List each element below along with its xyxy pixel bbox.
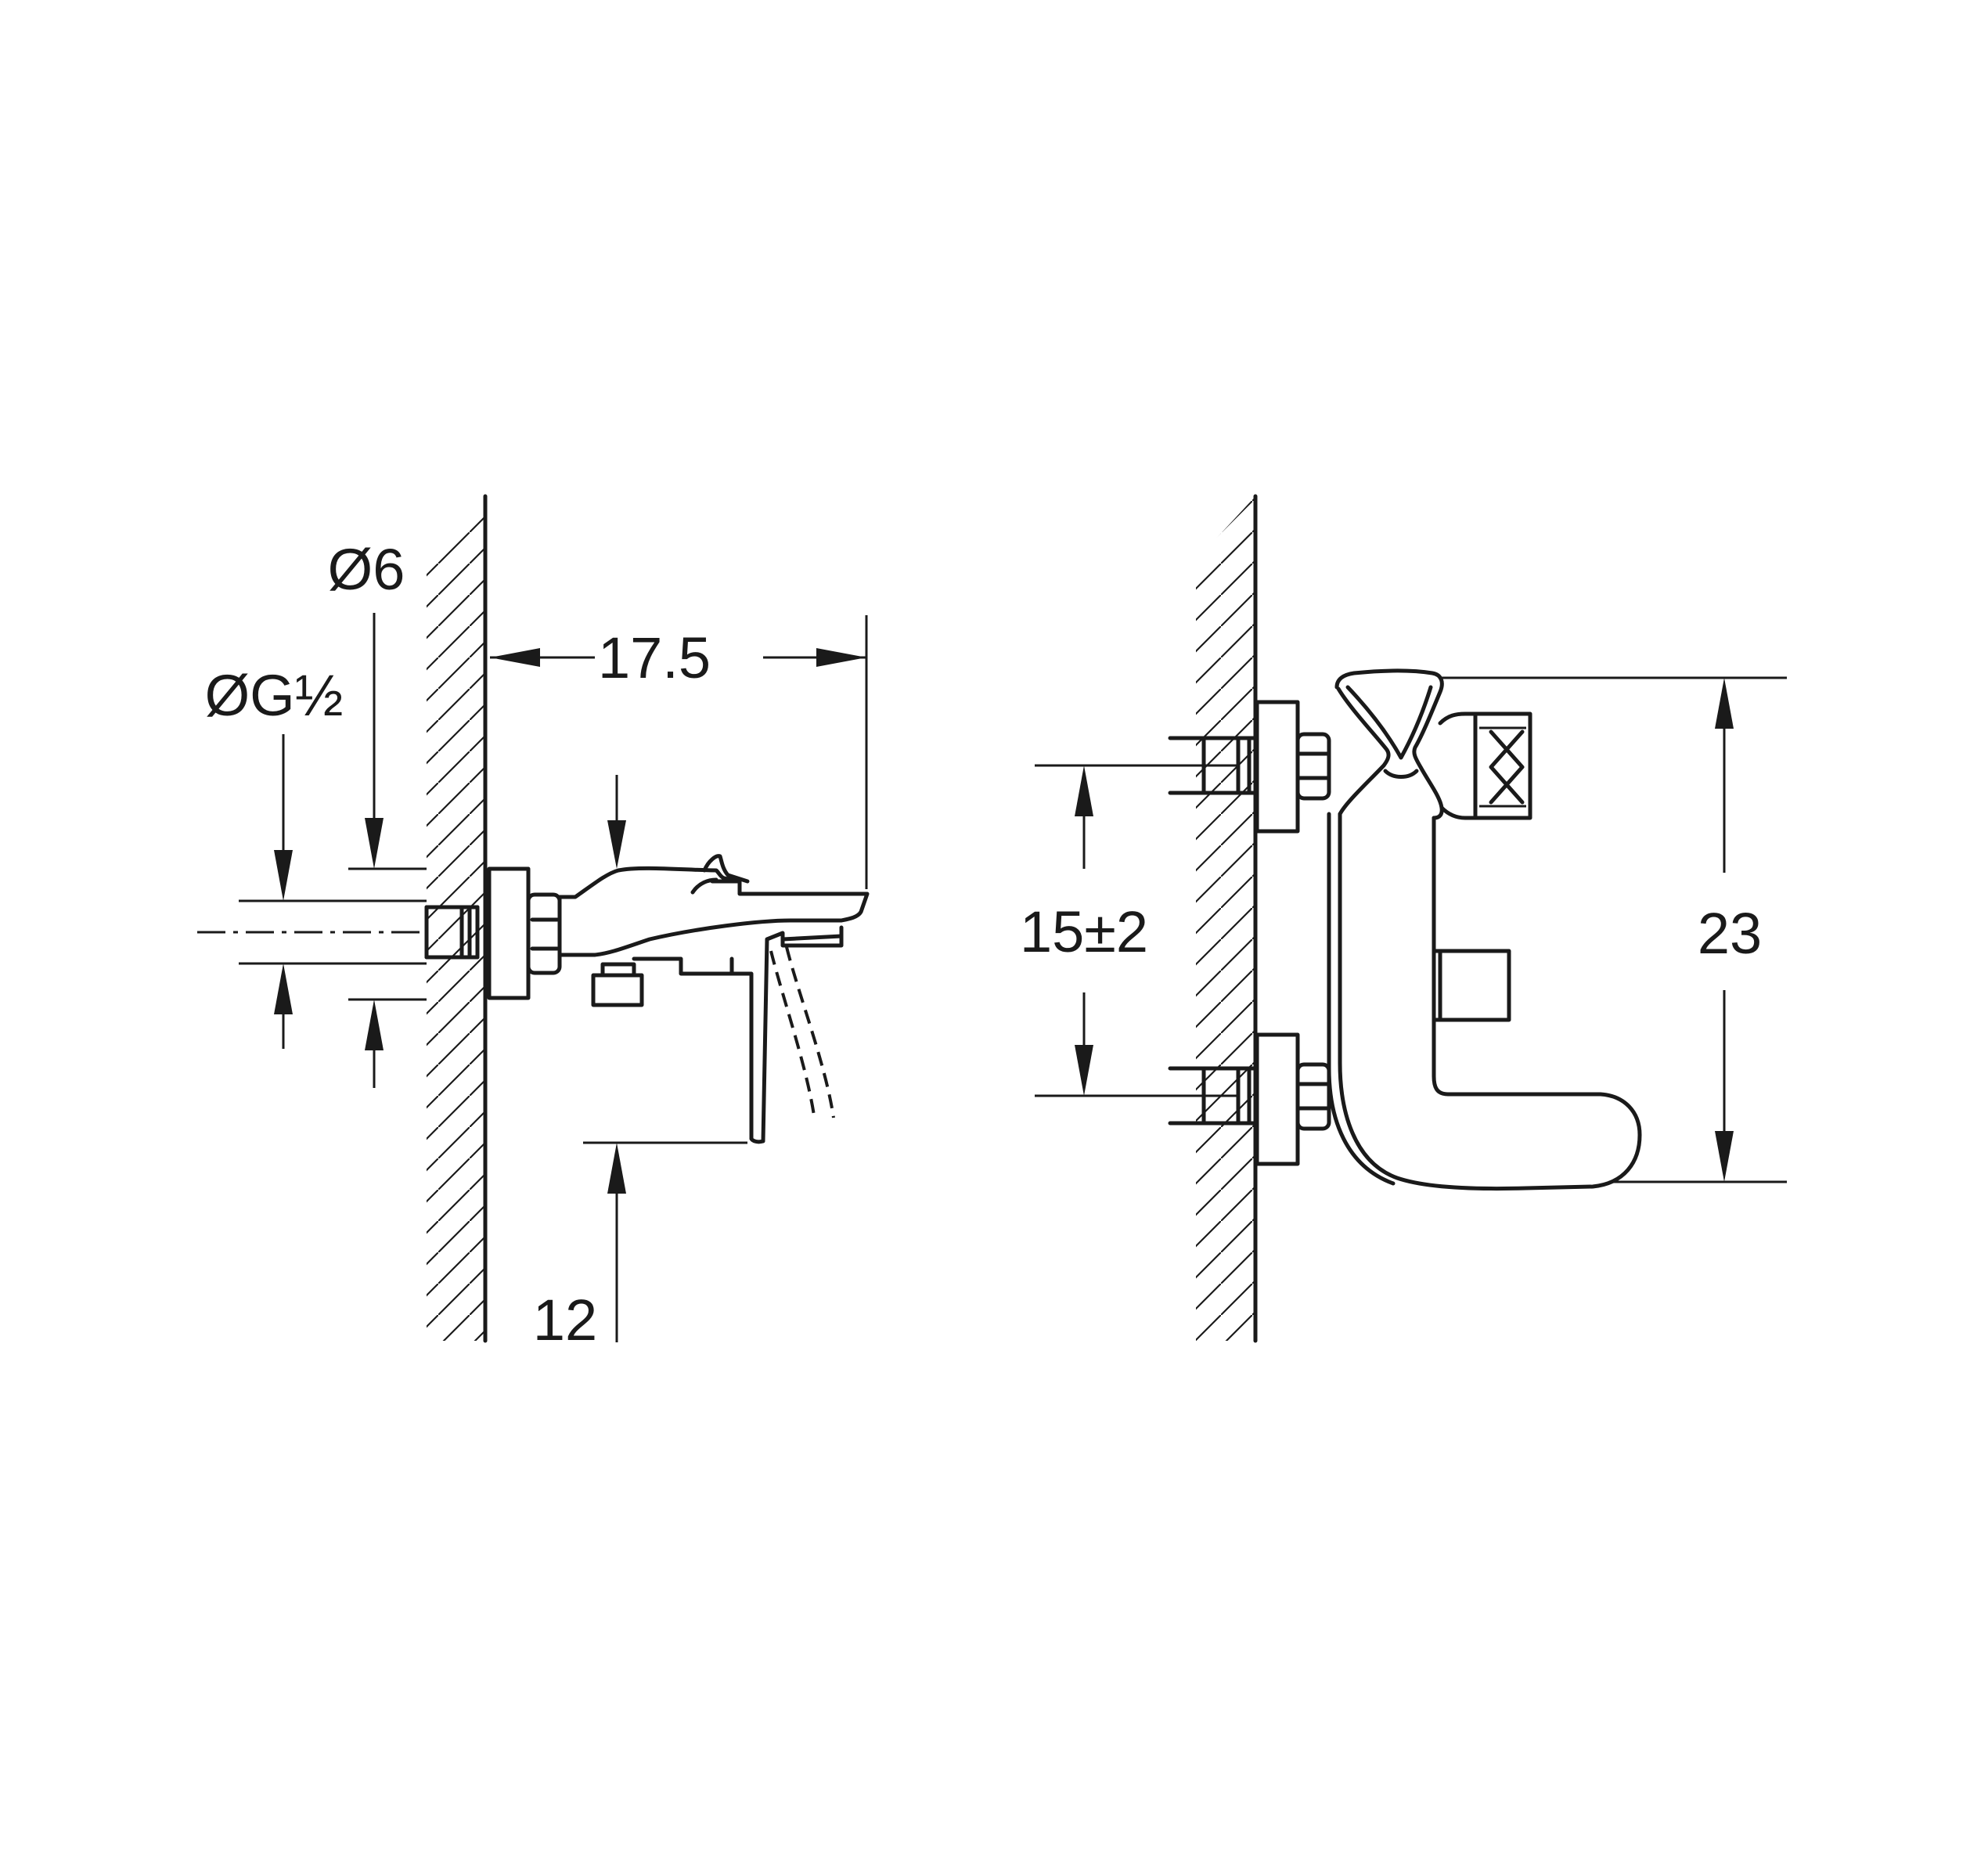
mixer-body-front [1327, 668, 1642, 1191]
front-view: 15±2 23 [1020, 494, 1787, 1343]
side-view: 17.5 Ø6 ØG½ [197, 494, 870, 1353]
dim-dg12-label: ØG½ [205, 663, 344, 728]
hex-nut-left [526, 892, 562, 975]
upper-inlet [1168, 700, 1331, 834]
wall-left [427, 494, 488, 1343]
dimension-dg12: ØG½ [205, 663, 427, 1049]
dimension-23: 23 [1440, 676, 1787, 1183]
dim-15-2-label: 15±2 [1020, 899, 1148, 964]
dimension-17-5: 17.5 [490, 615, 868, 889]
lever-alt-position [769, 946, 835, 1118]
dim-12-label: 12 [533, 1288, 597, 1353]
diverter-body-side [632, 925, 844, 1144]
dimension-12: 12 [533, 1141, 747, 1353]
wall-right [1196, 494, 1258, 1343]
dimension-15-2: 15±2 [1020, 764, 1237, 1097]
mixer-body-side [557, 854, 870, 957]
dim-23-label: 23 [1698, 901, 1762, 966]
dim-17-5-label: 17.5 [598, 625, 711, 690]
flange-plate-left [487, 866, 531, 1000]
dim-d6-label: Ø6 [328, 537, 405, 602]
dimension-d6: Ø6 [328, 537, 427, 1088]
bottom-outlet-left [591, 962, 644, 1007]
inlet-pipe-left [424, 905, 480, 960]
lever-pointer-arrow [607, 775, 626, 869]
